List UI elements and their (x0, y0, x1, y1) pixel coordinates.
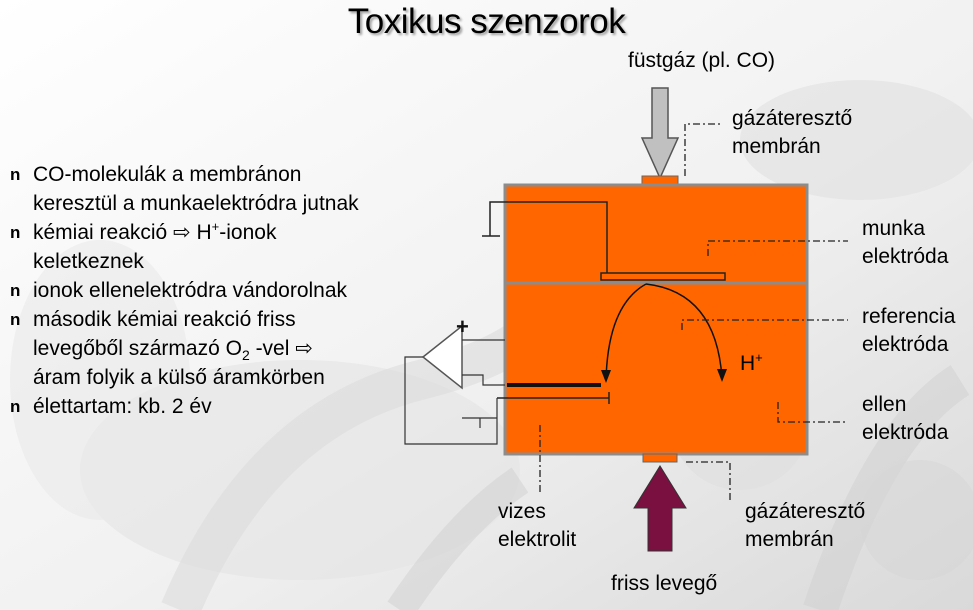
bullet-text: CO-molekulák a membránon keresztül a mun… (33, 163, 359, 215)
working-electrode (600, 272, 726, 281)
fresh-air-label: friss levegő (611, 572, 718, 595)
bottom-membrane-label: gázáteresztő membrán (745, 500, 866, 551)
page-title: Toxikus szenzorok (347, 2, 626, 41)
bullet-text: 2 (241, 347, 250, 363)
reference-electrode-label: referencia elektróda (862, 305, 956, 356)
sensor-cell-upper (503, 183, 809, 285)
top-membrane (641, 175, 679, 185)
counter-electrode-label: ellen elektróda (862, 393, 949, 444)
bullet-marker: n (10, 310, 21, 329)
ion-arrow-right-head (717, 369, 727, 382)
ion-arrow-left (605, 283, 647, 381)
bottom-membrane (642, 453, 678, 463)
ion-arrow-left-head (601, 370, 611, 383)
opamp-ref-wire (462, 374, 505, 386)
bullet-marker: n (10, 281, 21, 300)
bullet-text: élettartam: kb. 2 év (33, 395, 212, 418)
top-membrane-label: gázáteresztő membrán (732, 107, 853, 158)
fresh-air-arrow (633, 465, 687, 552)
bullet-marker: n (10, 397, 21, 416)
bullet-marker: n (10, 165, 21, 184)
plus-sign: + (456, 314, 469, 339)
bullet-text: + (211, 219, 220, 234)
ion-label: H+ (740, 350, 763, 375)
flue-gas-label: füstgáz (pl. CO) (628, 49, 776, 72)
bullet-list: n CO-molekulák a membránon keresztül a mu… (10, 160, 365, 421)
sensor-cell-lower (503, 281, 809, 456)
bullet-text: ionok ellenelektródra vándorolnak (33, 279, 348, 302)
working-electrode-label: munka elektróda (862, 217, 949, 268)
bullet-text: -vel ⇨ áram folyik a külső áramkörben (33, 337, 325, 389)
bullet-text: -ionok keletkeznek (33, 221, 277, 273)
electrolyte-label: vizes elektrolit (498, 500, 577, 551)
bullet-item: n CO-molekulák a membránon keresztül a mu… (10, 160, 365, 218)
working-electrode-wire (489, 201, 608, 273)
op-amp (421, 324, 463, 390)
bullet-item: n ionok ellenelektródra vándorolnak (10, 276, 365, 305)
leader-bottom-membrane (686, 461, 731, 500)
ion-arrow-right (645, 283, 723, 379)
leader-reference-electrode (681, 319, 848, 330)
bullet-item: n második kémiai reakció friss levegőből … (10, 305, 365, 392)
flue-gas-arrow (640, 87, 680, 180)
bullet-item: n élettartam: kb. 2 év (10, 392, 365, 421)
bullet-item: n kémiai reakció ⇨ H+-ionok keletkeznek (10, 218, 365, 276)
bullet-text: második kémiai reakció friss levegőből s… (33, 308, 296, 360)
leader-working-electrode (707, 240, 848, 256)
bullet-marker: n (10, 223, 21, 242)
leader-top-membrane (684, 123, 720, 176)
opamp-output-wire (404, 356, 498, 445)
bullet-text: kémiai reakció ⇨ H (33, 221, 212, 244)
leader-counter-electrode (777, 402, 848, 423)
